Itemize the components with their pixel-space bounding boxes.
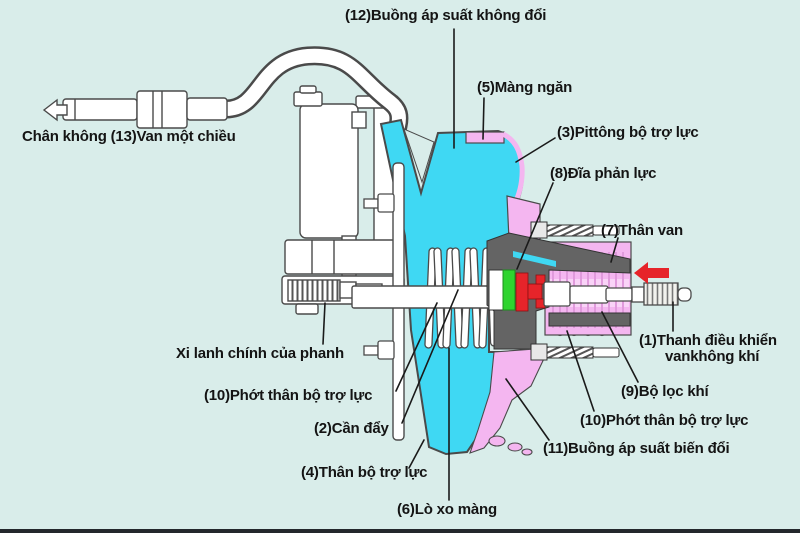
label-2-push-rod: (2)Cần đẩy [314, 420, 389, 437]
label-9-air-filter: (9)Bộ lọc khí [621, 383, 709, 400]
label-master-cylinder: Xi lanh chính của phanh [176, 345, 344, 362]
label-10-body-seal-right: (10)Phớt thân bộ trợ lực [580, 412, 749, 429]
bottom-border [0, 529, 800, 533]
label-11-variable-pressure-chamber: (11)Buồng áp suất biến đổi [543, 440, 730, 457]
label-7-valve-body: (7)Thân van [601, 222, 683, 239]
piston-hub [486, 232, 631, 350]
force-arrow-icon [634, 262, 669, 284]
label-4-booster-body: (4)Thân bộ trợ lực [301, 464, 428, 481]
vacuum-pipe [62, 98, 138, 121]
label-10-body-seal-left: (10)Phớt thân bộ trợ lực [204, 387, 373, 404]
reaction-disc [488, 269, 516, 311]
label-6-diaphragm-spring: (6)Lò xo màng [397, 501, 497, 518]
push-rod [351, 285, 493, 309]
diaphragm-retainer [465, 131, 505, 144]
mounting-stud-bottom [530, 343, 548, 361]
shell-bolt [363, 193, 395, 360]
label-3-booster-piston: (3)Pittông bộ trợ lực [557, 124, 699, 141]
diaphragm-edge [501, 131, 525, 209]
diaphragm-lower [469, 347, 550, 456]
input-rod-neck [631, 286, 645, 303]
air-valve [515, 272, 546, 312]
label-12-constant-pressure-chamber: (12)Buồng áp suất không đổi [345, 7, 547, 24]
vacuum-line [42, 46, 409, 140]
valve-rod-assembly [543, 281, 692, 307]
leader-lines [322, 28, 674, 501]
mounting-studs [530, 221, 620, 361]
vacuum-arrow-icon [42, 98, 68, 122]
label-13-vacuum-check-valve: Chân không (13)Van một chiều [22, 128, 236, 145]
air-passage [513, 251, 556, 267]
label-8-reaction-disc: (8)Đĩa phản lực [550, 165, 657, 182]
label-5-diaphragm: (5)Màng ngăn [477, 79, 573, 96]
